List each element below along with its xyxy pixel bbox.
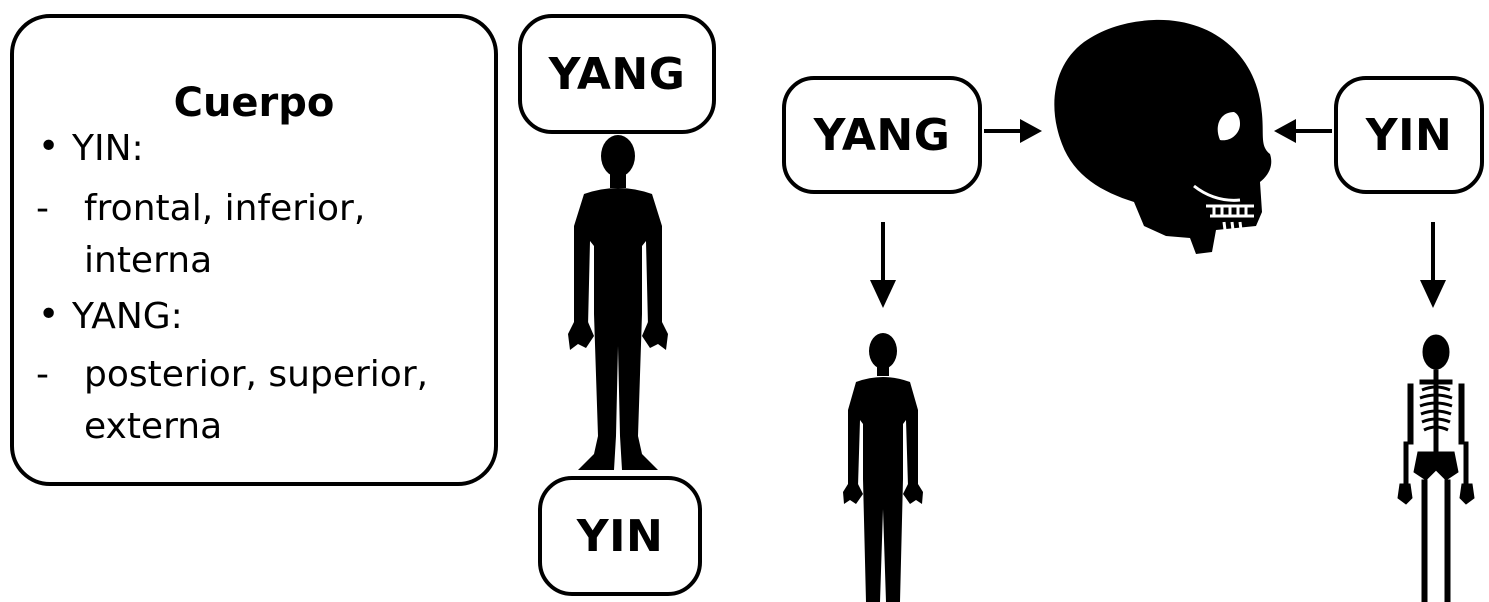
bullet-icon: • [38, 126, 60, 167]
body-yang-box: YANG [518, 14, 716, 134]
skull-yin-label: YIN [1365, 109, 1453, 161]
skull-yang-box: YANG [782, 76, 982, 194]
body-yin-box: YIN [538, 476, 702, 596]
body-yin-label: YIN [576, 510, 664, 562]
yin-line-2: interna [84, 240, 213, 281]
body-yang-label: YANG [548, 48, 686, 100]
info-title: Cuerpo [173, 80, 335, 126]
skull-yang-label: YANG [813, 109, 951, 161]
yin-heading: YIN: [72, 128, 144, 169]
yang-dash: - [36, 354, 49, 395]
arrow-down-icon [870, 222, 896, 308]
arrow-right-icon [984, 119, 1042, 143]
yin-line-1: frontal, inferior, [84, 188, 366, 229]
arrow-down-icon [1420, 222, 1446, 308]
body-info-box: Cuerpo • YIN: - frontal, inferior, inter… [10, 14, 498, 486]
yin-dash: - [36, 188, 49, 229]
skull-icon [1054, 19, 1272, 255]
human-figure-icon [568, 135, 668, 470]
skull-yin-box: YIN [1334, 76, 1484, 194]
yang-line-2: externa [84, 406, 223, 447]
arrow-left-icon [1274, 119, 1332, 143]
human-figure-icon [843, 333, 923, 602]
skeleton-icon [1397, 334, 1475, 602]
yang-heading: YANG: [72, 296, 183, 337]
bullet-icon: • [38, 294, 60, 335]
yang-line-1: posterior, superior, [84, 354, 429, 395]
